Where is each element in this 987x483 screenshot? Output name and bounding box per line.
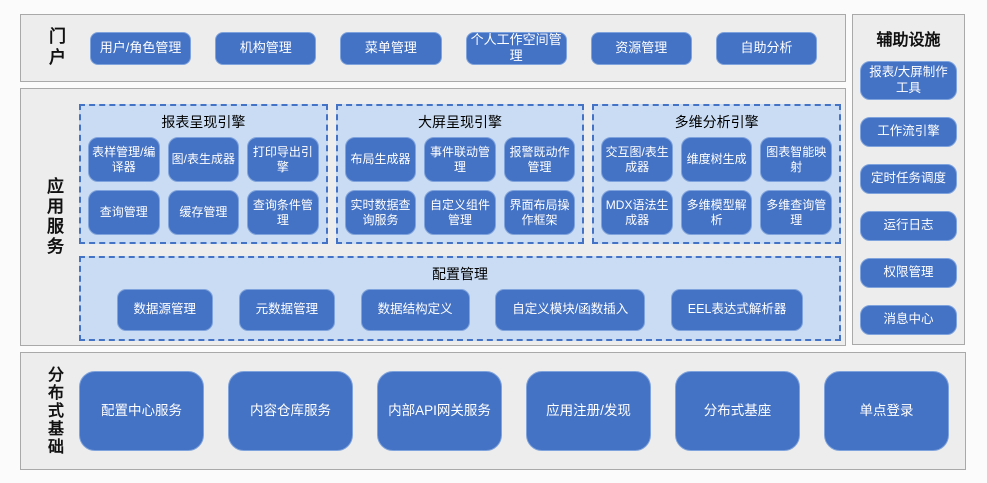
content-repository-service-button[interactable]: 内容仓库服务 xyxy=(228,371,353,451)
eel-expression-parser-button[interactable]: EEL表达式解析器 xyxy=(670,289,804,331)
report-render-engine-title: 报表呈现引擎 xyxy=(161,114,246,130)
metadata-management-button[interactable]: 元数据管理 xyxy=(238,289,336,331)
auxiliary-facilities-title: 辅助设施 xyxy=(876,32,941,49)
message-center-button[interactable]: 消息中心 xyxy=(860,305,957,336)
table-style-compiler-button[interactable]: 表样管理/编译器 xyxy=(88,137,160,182)
layout-generator-button[interactable]: 布局生成器 xyxy=(344,137,417,182)
multidim-query-management-button[interactable]: 多维查询管理 xyxy=(760,190,832,235)
datasource-management-button[interactable]: 数据源管理 xyxy=(116,289,214,331)
olap-analysis-engine-title: 多维分析引擎 xyxy=(674,114,759,130)
data-structure-definition-button[interactable]: 数据结构定义 xyxy=(360,289,470,331)
run-log-button[interactable]: 运行日志 xyxy=(860,211,957,242)
alarm-action-management-button[interactable]: 报警既动作管理 xyxy=(503,137,576,182)
scheduled-task-dispatch-button[interactable]: 定时任务调度 xyxy=(860,164,957,195)
report-screen-authoring-tool-button[interactable]: 报表/大屏制作工具 xyxy=(860,61,957,101)
query-condition-management-button[interactable]: 查询条件管理 xyxy=(247,190,319,235)
ui-layout-framework-button[interactable]: 界面布局操作框架 xyxy=(503,190,576,235)
auxiliary-button-stack: 报表/大屏制作工具 工作流引擎 定时任务调度 运行日志 权限管理 消息中心 xyxy=(860,61,957,336)
chart-table-generator-button[interactable]: 图/表生成器 xyxy=(167,137,240,182)
distributed-foundation-section: 分布式基础 配置中心服务 内容仓库服务 内部API网关服务 应用注册/发现 分布… xyxy=(20,352,966,470)
cache-management-button[interactable]: 缓存管理 xyxy=(167,190,240,235)
multidim-model-parsing-button[interactable]: 多维模型解析 xyxy=(680,190,753,235)
realtime-data-query-service-button[interactable]: 实时数据查询服务 xyxy=(344,190,417,235)
report-render-engine-grid: 表样管理/编译器 图/表生成器 打印导出引擎 查询管理 缓存管理 查询条件管理 xyxy=(88,137,319,235)
query-management-button[interactable]: 查询管理 xyxy=(88,190,160,235)
app-services-section-label: 应用服务 xyxy=(44,177,63,257)
olap-analysis-engine-group: 多维分析引擎 交互图/表生成器 维度树生成 图表智能映射 MDX语法生成器 多维… xyxy=(592,104,842,244)
portal-button-row: 用户/角色管理 机构管理 菜单管理 个人工作空间管理 资源管理 自助分析 xyxy=(90,31,818,65)
olap-analysis-engine-grid: 交互图/表生成器 维度树生成 图表智能映射 MDX语法生成器 多维模型解析 多维… xyxy=(601,137,832,235)
screen-render-engine-title: 大屏呈现引擎 xyxy=(418,114,502,130)
print-export-engine-button[interactable]: 打印导出引擎 xyxy=(247,137,319,182)
distributed-foundation-label: 分布式基础 xyxy=(45,366,62,456)
custom-module-function-insert-button[interactable]: 自定义模块/函数插入 xyxy=(495,289,646,331)
screen-render-engine-grid: 布局生成器 事件联动管理 报警既动作管理 实时数据查询服务 自定义组件管理 界面… xyxy=(344,137,576,235)
config-center-service-button[interactable]: 配置中心服务 xyxy=(79,371,204,451)
resource-management-button[interactable]: 资源管理 xyxy=(590,31,692,65)
screen-render-engine-group: 大屏呈现引擎 布局生成器 事件联动管理 报警既动作管理 实时数据查询服务 自定义… xyxy=(335,104,585,244)
org-management-button[interactable]: 机构管理 xyxy=(215,31,317,65)
mdx-syntax-generator-button[interactable]: MDX语法生成器 xyxy=(601,190,673,235)
single-sign-on-button[interactable]: 单点登录 xyxy=(824,371,949,451)
config-management-title: 配置管理 xyxy=(432,266,488,282)
portal-section-label: 门户 xyxy=(46,27,65,69)
app-services-section: 应用服务 报表呈现引擎 表样管理/编译器 图/表生成器 打印导出引擎 查询管理 … xyxy=(20,88,846,346)
portal-section: 门户 用户/角色管理 机构管理 菜单管理 个人工作空间管理 资源管理 自助分析 xyxy=(20,14,846,82)
custom-component-management-button[interactable]: 自定义组件管理 xyxy=(424,190,496,235)
personal-workspace-management-button[interactable]: 个人工作空间管理 xyxy=(465,31,567,65)
event-linkage-management-button[interactable]: 事件联动管理 xyxy=(424,137,496,182)
report-render-engine-group: 报表呈现引擎 表样管理/编译器 图/表生成器 打印导出引擎 查询管理 缓存管理 … xyxy=(79,104,328,244)
config-button-row: 数据源管理 元数据管理 数据结构定义 自定义模块/函数插入 EEL表达式解析器 xyxy=(91,289,829,331)
internal-api-gateway-service-button[interactable]: 内部API网关服务 xyxy=(377,371,502,451)
permission-management-button[interactable]: 权限管理 xyxy=(860,258,957,289)
auxiliary-facilities-section: 辅助设施 报表/大屏制作工具 工作流引擎 定时任务调度 运行日志 权限管理 消息… xyxy=(852,14,965,345)
dimension-tree-generation-button[interactable]: 维度树生成 xyxy=(680,137,753,182)
distributed-base-button[interactable]: 分布式基座 xyxy=(675,371,800,451)
interactive-chart-generator-button[interactable]: 交互图/表生成器 xyxy=(601,137,673,182)
user-role-management-button[interactable]: 用户/角色管理 xyxy=(90,31,192,65)
engine-groups-row: 报表呈现引擎 表样管理/编译器 图/表生成器 打印导出引擎 查询管理 缓存管理 … xyxy=(79,104,842,244)
chart-smart-mapping-button[interactable]: 图表智能映射 xyxy=(760,137,832,182)
app-registration-discovery-button[interactable]: 应用注册/发现 xyxy=(526,371,651,451)
foundation-button-row: 配置中心服务 内容仓库服务 内部API网关服务 应用注册/发现 分布式基座 单点… xyxy=(79,371,949,451)
menu-management-button[interactable]: 菜单管理 xyxy=(340,31,442,65)
workflow-engine-button[interactable]: 工作流引擎 xyxy=(860,117,957,148)
self-service-analysis-button[interactable]: 自助分析 xyxy=(715,31,818,65)
config-management-panel: 配置管理 数据源管理 元数据管理 数据结构定义 自定义模块/函数插入 EEL表达… xyxy=(79,256,841,341)
